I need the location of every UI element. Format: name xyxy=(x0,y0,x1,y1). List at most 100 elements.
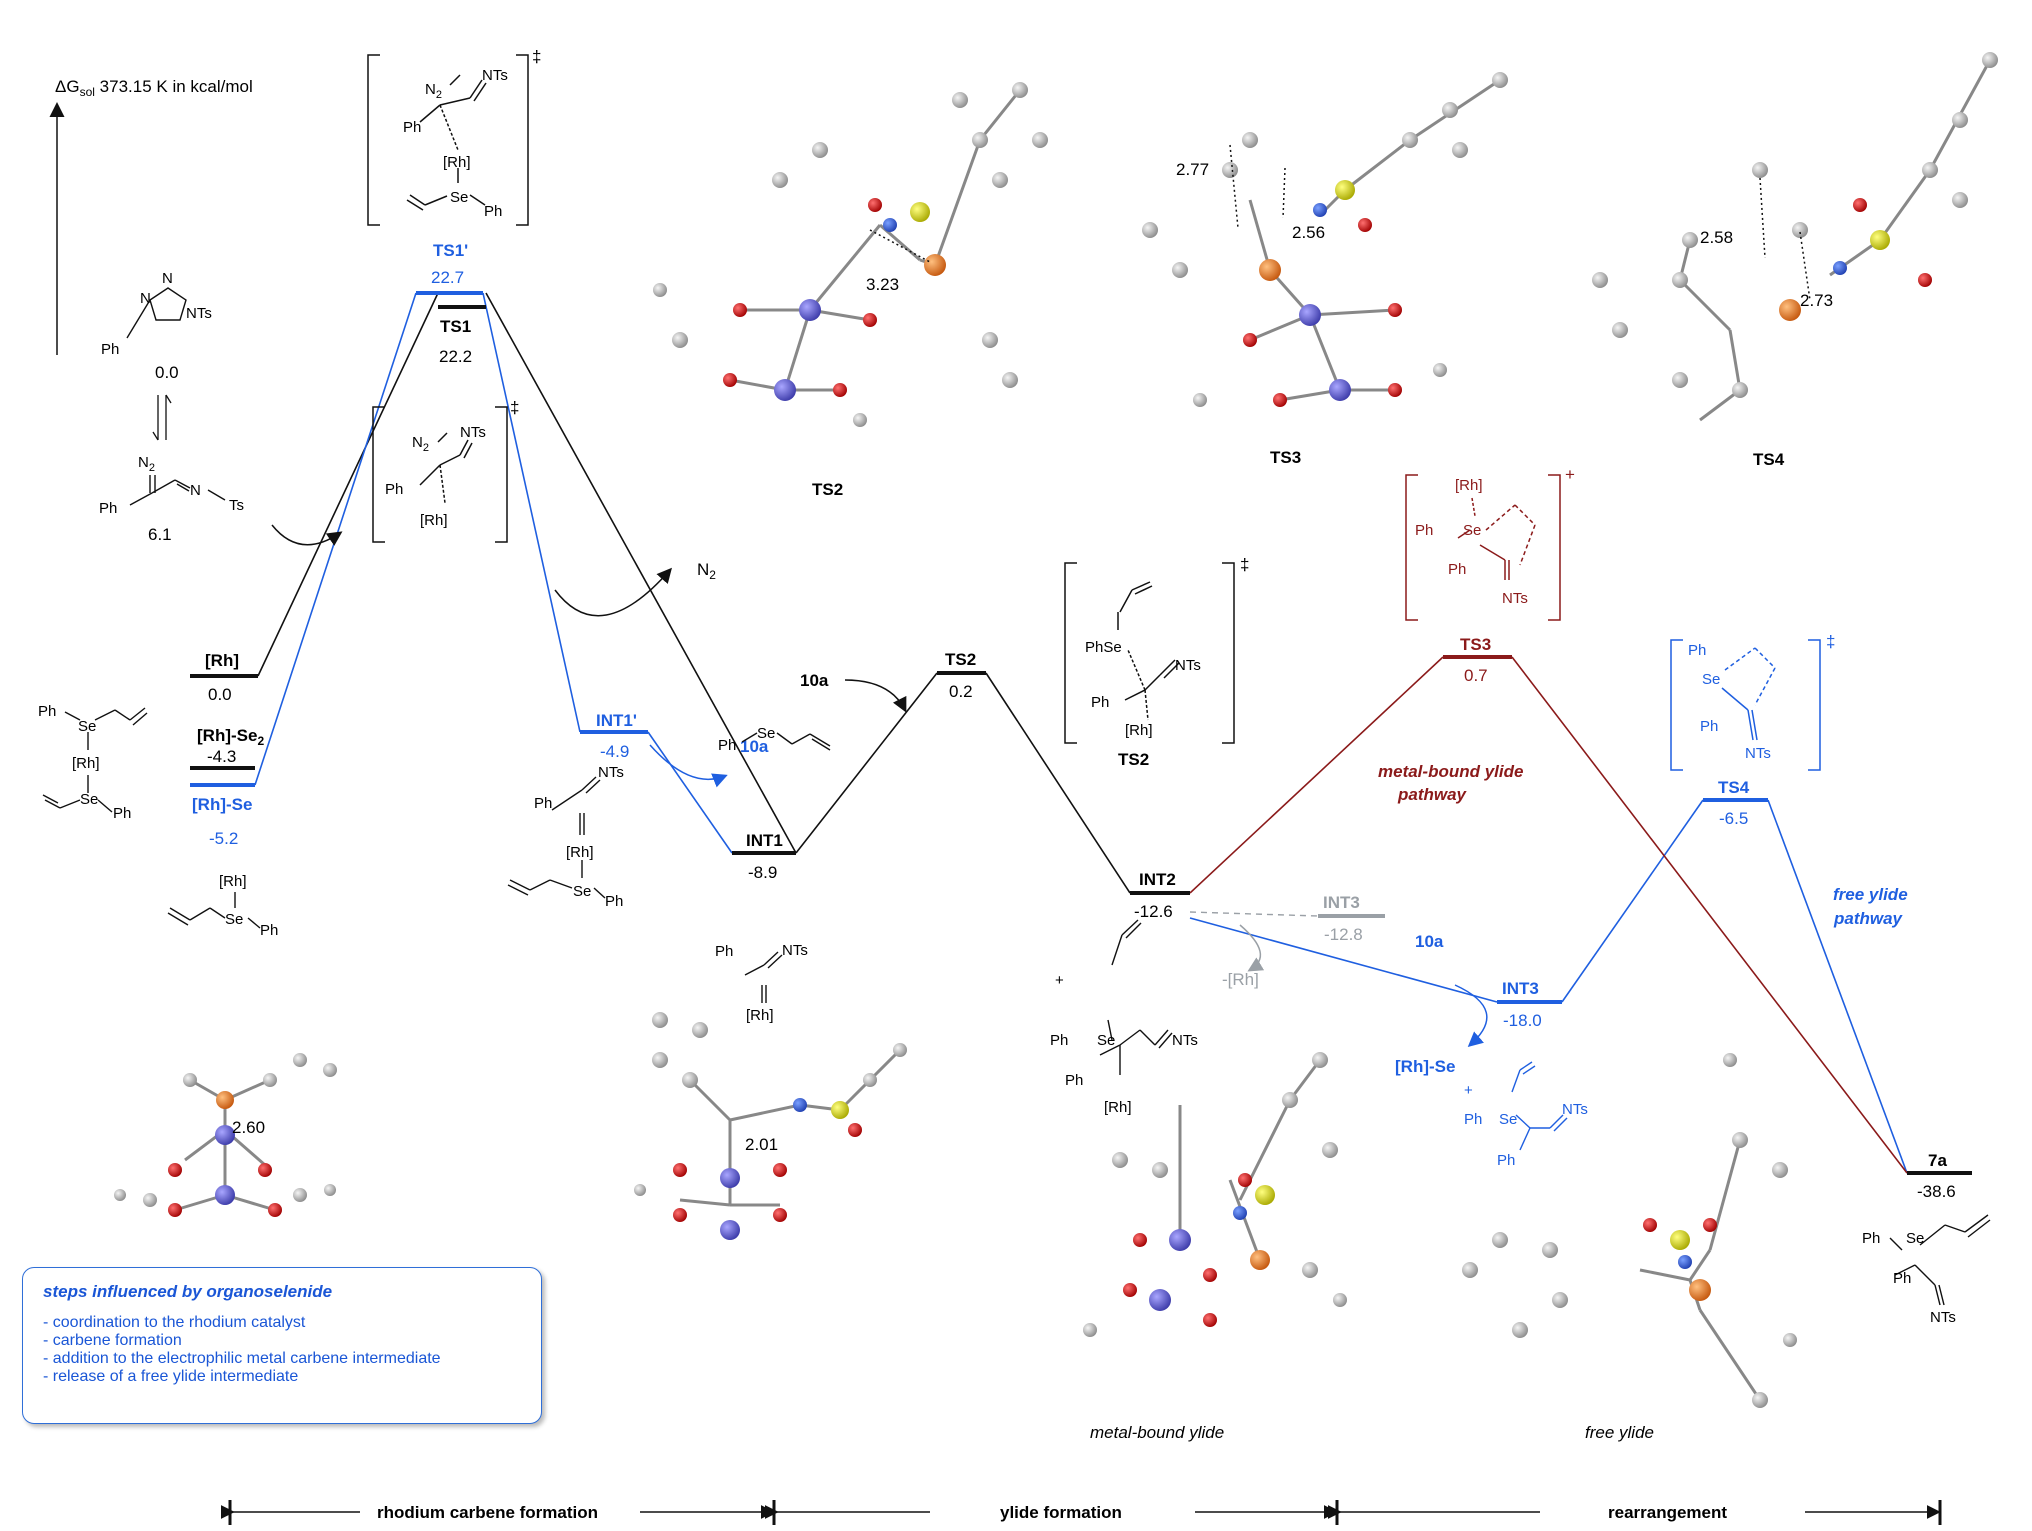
ts2-bracket-label: TS2 xyxy=(1118,750,1149,769)
ts1-ph: Ph xyxy=(385,481,403,498)
metal-bound-pathway-1: metal-bound ylide xyxy=(1378,762,1523,781)
int1-ph: Ph xyxy=(715,943,733,960)
connectors-red xyxy=(1189,656,1908,1174)
minus-rh-label: -[Rh] xyxy=(1222,970,1259,989)
caption-free-ylide: free ylide xyxy=(1585,1423,1654,1442)
int3-ph1: Ph xyxy=(1464,1111,1482,1128)
triazole-value: 0.0 xyxy=(155,363,179,382)
ts4-ph1: Ph xyxy=(1688,642,1706,659)
value-int1p: -4.9 xyxy=(600,742,629,761)
ts1p-ph: Ph xyxy=(403,119,421,136)
value-ts3: 0.7 xyxy=(1464,666,1488,685)
ts3-nts: NTs xyxy=(1502,590,1528,607)
ts2-struct-label: TS2 xyxy=(812,480,843,499)
product-7a-se: Se xyxy=(1906,1230,1924,1247)
ts1p-n2: N2 xyxy=(425,81,442,101)
connectors-black xyxy=(257,292,1131,894)
ts3-struct-label: TS3 xyxy=(1270,448,1301,467)
label-rhse: [Rh]-Se xyxy=(192,795,252,814)
ts1p-bracket xyxy=(367,54,529,226)
int3-nts: NTs xyxy=(1562,1101,1588,1118)
rhse2-rh: [Rh] xyxy=(72,755,100,772)
triazole-nts: NTs xyxy=(186,305,212,322)
diazo-ts: Ts xyxy=(229,497,244,514)
product-7a-ph1: Ph xyxy=(1862,1230,1880,1247)
value-ts2: 0.2 xyxy=(949,682,973,701)
molecule-ts4-3d xyxy=(1592,52,1998,422)
ts3-bracket xyxy=(1405,474,1561,621)
molecule-metal-bound-ylide-3d xyxy=(1083,1052,1347,1337)
organoselenide-steps-box: steps influenced by organoselenide - coo… xyxy=(22,1267,542,1424)
molecule-ts2-3d xyxy=(653,82,1048,427)
reagent-10a-3: 10a xyxy=(1415,932,1444,951)
value-ts1p: 22.7 xyxy=(431,268,464,287)
label-ts3: TS3 xyxy=(1460,635,1491,654)
ts4-bracket xyxy=(1670,639,1821,771)
ts1-rh: [Rh] xyxy=(420,512,448,529)
reagent-10a-se: Se xyxy=(757,725,775,742)
value-int3-gray: -12.8 xyxy=(1324,925,1363,944)
ts3-plus: + xyxy=(1565,465,1575,484)
box-item-2: - carbene formation xyxy=(43,1332,182,1349)
value-7a: -38.6 xyxy=(1917,1182,1956,1201)
int2-se: Se xyxy=(1097,1032,1115,1049)
triazole-ph: Ph xyxy=(101,341,119,358)
value-rhse2: -4.3 xyxy=(207,747,236,766)
ts1-nts: NTs xyxy=(460,424,486,441)
rhse-se: Se xyxy=(225,911,243,928)
ts4-dagger: ‡ xyxy=(1826,632,1835,651)
ts1-n2: N2 xyxy=(412,434,429,454)
diazo-structure xyxy=(129,475,226,506)
rhse-ph: Ph xyxy=(260,922,278,939)
molecule-rhse2-3d xyxy=(114,1053,337,1217)
int2-rh: [Rh] xyxy=(1104,1099,1132,1116)
ts1p-nts: NTs xyxy=(482,67,508,84)
label-ts2: TS2 xyxy=(945,650,976,669)
label-int1p: INT1' xyxy=(596,711,637,730)
reagent-10a-1: 10a xyxy=(740,737,769,756)
stage-ylide-formation: ylide formation xyxy=(1000,1503,1122,1522)
molecule-free-ylide-3d xyxy=(1462,1053,1797,1408)
int2-ph2: Ph xyxy=(1065,1072,1083,1089)
diazo-value: 6.1 xyxy=(148,525,172,544)
value-int2: -12.6 xyxy=(1134,902,1173,921)
ts2-nts: NTs xyxy=(1175,657,1201,674)
axis-label: ΔGsol 373.15 K in kcal/mol xyxy=(55,77,253,99)
dist-3: 3.23 xyxy=(866,275,899,294)
ts3-rh: [Rh] xyxy=(1455,477,1483,494)
int1p-se: Se xyxy=(573,883,591,900)
stage-rhodium-carbene: rhodium carbene formation xyxy=(377,1503,598,1522)
dist-6: 2.58 xyxy=(1700,228,1733,247)
int2-plus: + xyxy=(1055,972,1064,989)
value-int3: -18.0 xyxy=(1503,1011,1542,1030)
int1-nts: NTs xyxy=(782,942,808,959)
diazo-ph: Ph xyxy=(99,500,117,517)
product-7a-ph2: Ph xyxy=(1893,1270,1911,1287)
label-rh: [Rh] xyxy=(205,651,239,670)
label-int3: INT3 xyxy=(1502,979,1539,998)
label-int2: INT2 xyxy=(1139,870,1176,889)
ts4-se: Se xyxy=(1702,671,1720,688)
ts3-ph: Ph xyxy=(1448,561,1466,578)
ts4-ph2: Ph xyxy=(1700,718,1718,735)
product-7a-nts: NTs xyxy=(1930,1309,1956,1326)
label-int3-gray: INT3 xyxy=(1323,893,1360,912)
value-rhse: -5.2 xyxy=(209,829,238,848)
int3-ylide-structure xyxy=(1511,1061,1568,1151)
rhse2-se2: Se xyxy=(80,791,98,808)
int3-plus: + xyxy=(1464,1082,1473,1099)
rhse2-ph2: Ph xyxy=(113,805,131,822)
box-title: steps influenced by organoselenide xyxy=(43,1282,333,1301)
rhse-complex xyxy=(167,892,261,929)
ts3-se: Se xyxy=(1463,522,1481,539)
ts1p-se: Se xyxy=(450,189,468,206)
int2-ylide-structure xyxy=(1099,919,1173,1075)
ts1-bracket xyxy=(372,406,508,543)
level-labels: [Rh] 0.0 [Rh]-Se2 -4.3 [Rh]-Se -5.2 TS1'… xyxy=(192,241,1956,1201)
caption-metal-bound-ylide: metal-bound ylide xyxy=(1090,1423,1224,1442)
value-ts1: 22.2 xyxy=(439,347,472,366)
ts1p-rh: [Rh] xyxy=(443,154,471,171)
stage-rearrangement: rearrangement xyxy=(1608,1503,1727,1522)
int1-rh: [Rh] xyxy=(746,1007,774,1024)
